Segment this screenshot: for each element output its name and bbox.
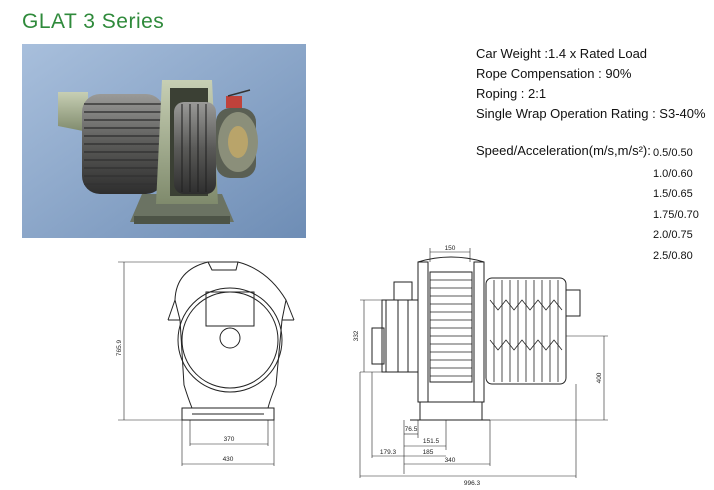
dim-side-d1: 76.5 xyxy=(405,426,418,433)
side-view-drawing xyxy=(359,248,608,478)
dim-side-d5: 340 xyxy=(445,457,456,464)
dim-side-d3: 179.3 xyxy=(380,449,397,456)
speed-value: 2.5/0.80 xyxy=(653,249,693,262)
speed-value-list: 0.5/0.50 1.0/0.60 1.5/0.65 1.75/0.70 2.0… xyxy=(653,143,699,266)
spec-roping: Roping : 2:1 xyxy=(476,86,547,101)
spec-list: Car Weight :1.4 x Rated Load Rope Compen… xyxy=(476,44,706,124)
spec-car-weight: Car Weight :1.4 x Rated Load xyxy=(476,46,648,61)
speed-value: 1.5/0.65 xyxy=(653,188,693,200)
dim-front-outer-width: 430 xyxy=(223,456,234,463)
speed-value: 2.0/0.75 xyxy=(653,229,693,241)
spec-rope-compensation: Rope Compensation : 90% xyxy=(476,66,632,81)
dim-side-d2: 151.5 xyxy=(423,438,440,445)
front-view-drawing xyxy=(118,261,295,466)
speed-value: 1.75/0.70 xyxy=(653,208,699,221)
dim-side-total: 996.3 xyxy=(464,480,481,487)
dim-side-right-height: 400 xyxy=(596,372,603,383)
dim-side-d4: 185 xyxy=(423,449,434,456)
dim-side-left-height: 332 xyxy=(353,330,360,341)
speed-value: 1.0/0.60 xyxy=(653,167,693,180)
spec-operation-rating: Single Wrap Operation Rating : S3-40% xyxy=(476,106,706,121)
dim-side-top: 150 xyxy=(445,245,456,252)
dim-front-inner-width: 370 xyxy=(224,436,235,443)
dim-front-height: 765.9 xyxy=(116,339,123,356)
speed-acceleration-label: Speed/Acceleration(m/s,m/s²): xyxy=(476,143,651,158)
page-title: GLAT 3 Series xyxy=(22,10,165,33)
motor-photo xyxy=(22,44,306,238)
speed-value: 0.5/0.50 xyxy=(653,147,693,159)
